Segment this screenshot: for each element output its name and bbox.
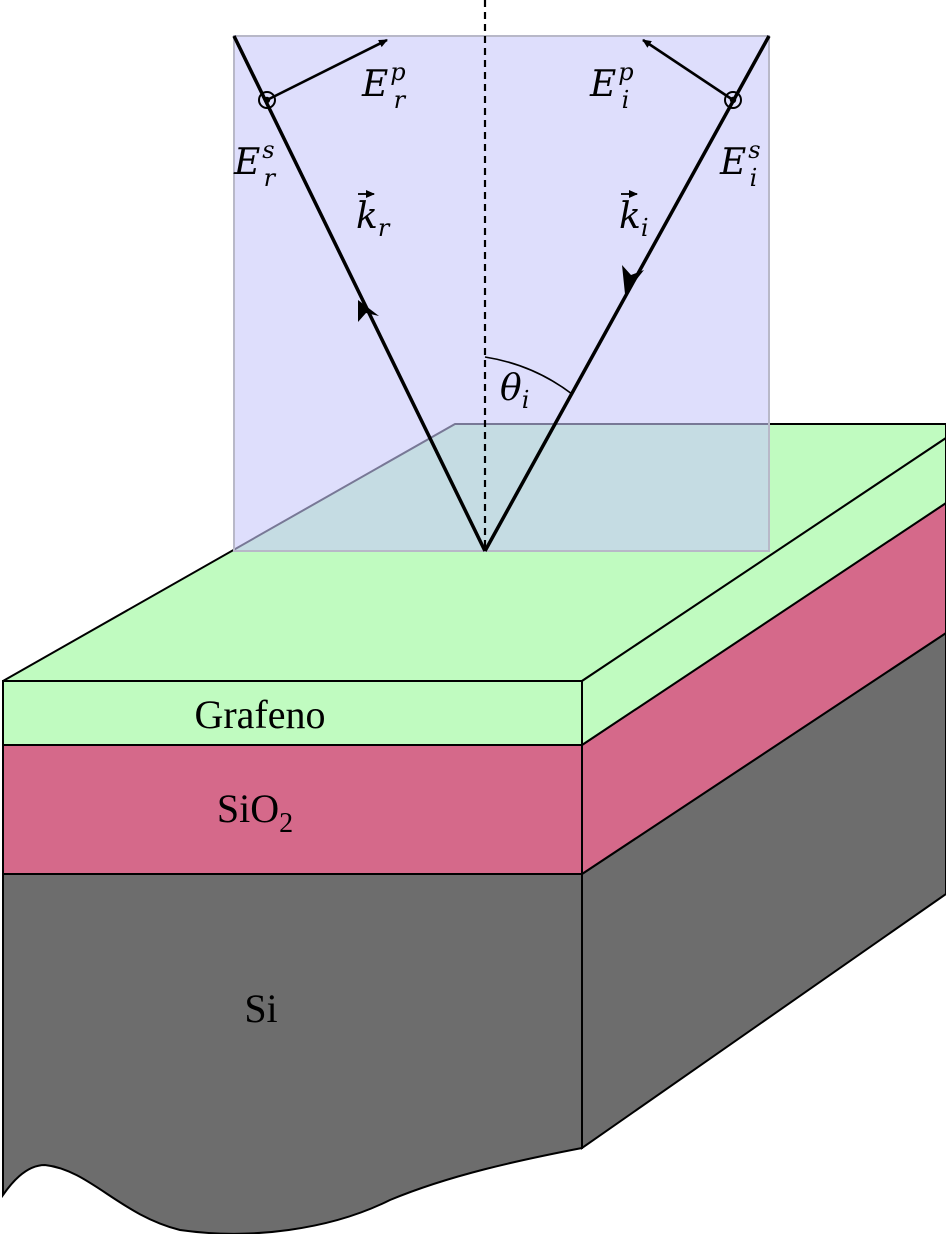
incident-es-symbol	[724, 91, 742, 109]
reflected-direction-arrow	[358, 300, 379, 322]
svg-text:ki: ki	[619, 196, 649, 242]
incident-direction-arrow	[622, 265, 644, 294]
graphene-front-face	[2, 680, 583, 746]
sio2-layer	[2, 501, 946, 876]
plane-of-incidence	[233, 35, 770, 552]
reflected-es-symbol	[258, 91, 276, 109]
si-front-face	[2, 873, 583, 1234]
incidence-angle-label: θi	[500, 368, 529, 414]
incident-ray	[483, 35, 771, 552]
sio2-front-face	[2, 744, 583, 875]
incident-ep-vector	[642, 38, 734, 102]
reflected-ray	[232, 35, 487, 552]
sio2-label: SiO2	[217, 786, 293, 839]
svg-text:kr: kr	[356, 196, 391, 242]
si-label: Si	[244, 986, 277, 1031]
reflected-ep-vector	[266, 38, 388, 102]
incident-wavevector-label: ki	[619, 190, 649, 242]
incidence-angle-arc	[484, 356, 573, 395]
reflected-wavevector-label: kr	[356, 190, 391, 242]
graphene-side-face	[581, 436, 946, 747]
graphene-label: Grafeno	[194, 692, 325, 737]
